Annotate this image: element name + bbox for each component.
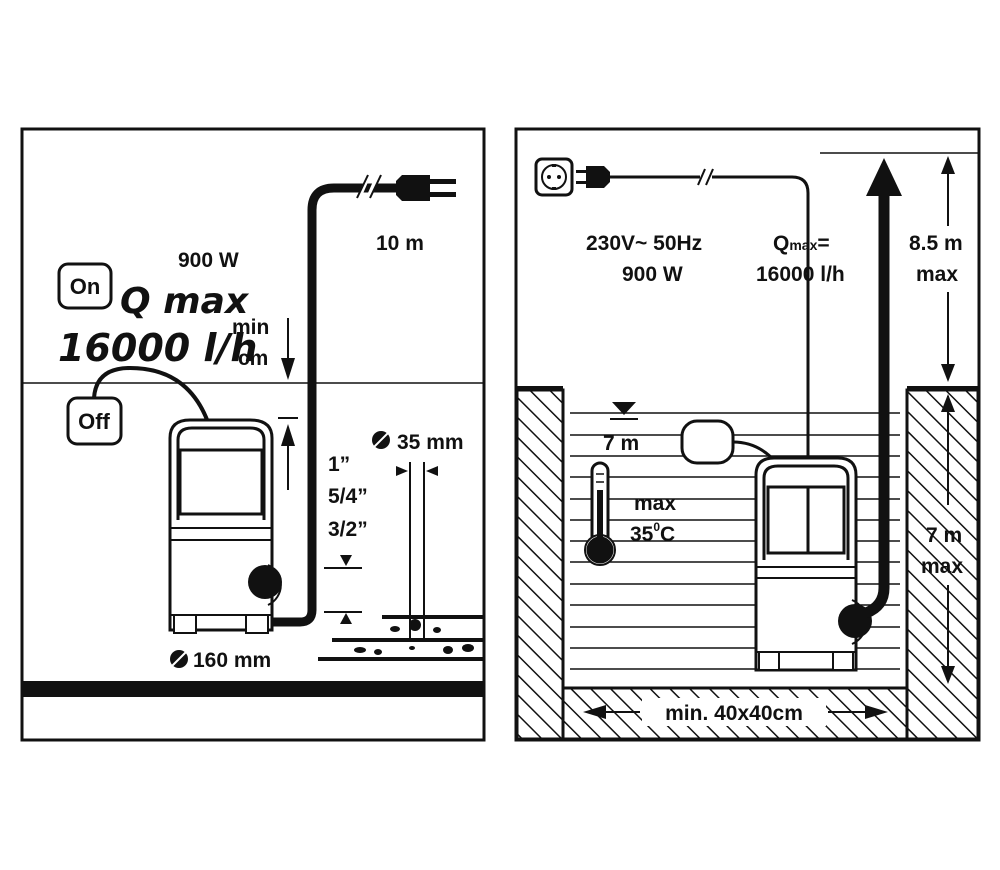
power-cable: [610, 175, 810, 488]
qmax-q: Q: [773, 232, 789, 255]
qmax-sub: max: [789, 237, 817, 253]
right-wall: [905, 388, 980, 741]
power-cable: [267, 183, 363, 627]
pit-size-label: min. 40x40cm: [665, 702, 803, 725]
float-cable: [92, 365, 217, 449]
discharge-hose: [863, 190, 890, 619]
power-label: 900 W: [178, 249, 239, 272]
sediment-particles: [354, 619, 474, 655]
right-panel: 230V~ 50Hz 900 W Qmax= 16000 l/h 8.5 m m…: [514, 127, 981, 742]
float-on-box: On: [57, 262, 113, 310]
water-level-icon: [610, 402, 638, 420]
left-wall: [515, 388, 565, 741]
depth-max: max: [921, 555, 963, 578]
hose-size-2: 5/4”: [328, 485, 368, 508]
power-label: 900 W: [622, 263, 683, 286]
float-off-box: Off: [66, 396, 123, 446]
pump-icon: [168, 418, 282, 634]
head-value: 8.5 m: [909, 232, 963, 255]
svg-text:Qmax=: Qmax=: [773, 232, 830, 255]
water-depth-label: 7 m: [603, 432, 639, 455]
depth-value: 7 m: [926, 524, 962, 547]
qmax-label: Qmax=: [773, 232, 830, 255]
qmax-label: Q max: [120, 281, 250, 322]
float-switch-icon: [680, 419, 735, 465]
min-label: min: [232, 316, 269, 339]
min-unit: cm: [238, 347, 268, 370]
temp-degree: 0: [653, 520, 660, 534]
float-on-label: On: [70, 274, 101, 299]
pump-icon: [754, 456, 872, 672]
particle-size-label: 35 mm: [397, 431, 464, 454]
float-off-label: Off: [78, 409, 110, 434]
temp-value-label: 350C: [630, 520, 675, 546]
power-plug-icon: [576, 166, 610, 188]
qmax-value: 16000 l/h: [58, 326, 257, 370]
floor-bar: [22, 681, 484, 697]
temp-max-label: max: [634, 492, 676, 515]
up-arrow-icon: [866, 158, 902, 196]
socket-icon: [534, 157, 574, 197]
hose-size-1: 1”: [328, 453, 350, 476]
temp-number: 35: [630, 523, 654, 546]
cable-length-label: 10 m: [376, 232, 424, 255]
qmax-eq: =: [817, 232, 829, 255]
thermometer-icon: [584, 461, 616, 566]
base-diameter-icon: [168, 648, 190, 670]
head-max: max: [916, 263, 958, 286]
hose-size-3: 3/2”: [328, 518, 368, 541]
power-plug-icon: [396, 175, 456, 201]
voltage-label: 230V~ 50Hz: [586, 232, 702, 255]
particle-diameter-icon: [370, 429, 392, 451]
temp-unit: C: [660, 523, 675, 546]
base-diameter-label: 160 mm: [193, 649, 271, 672]
pit-width-dimension: [583, 705, 888, 719]
left-panel: 10 m 900 W Q max 16000 l/h On Off min cm: [20, 127, 486, 742]
qmax-value: 16000 l/h: [756, 263, 845, 286]
